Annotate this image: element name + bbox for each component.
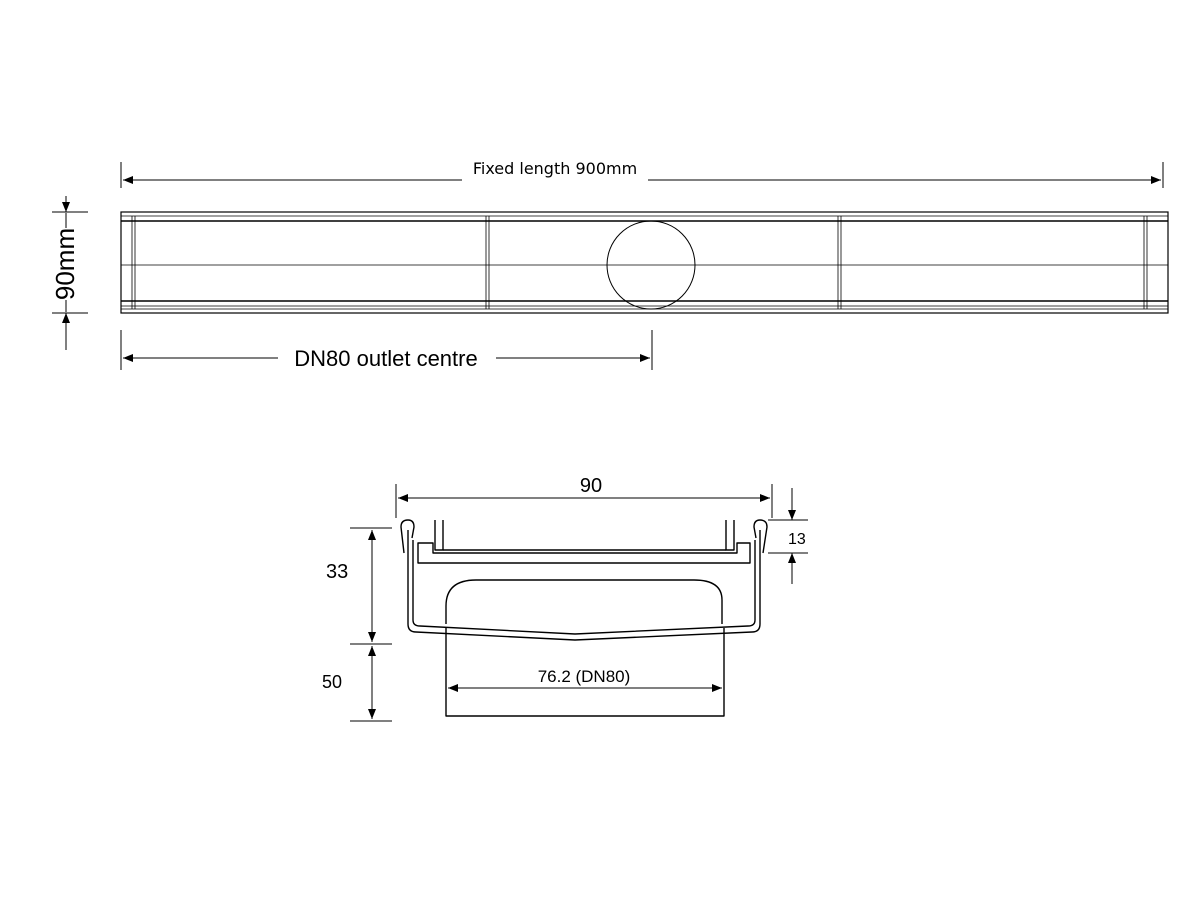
width-dimension: 90mm [50,196,88,350]
outlet-label: DN80 outlet centre [294,346,477,371]
outlet-diameter-label: 76.2 (DN80) [538,667,631,686]
outlet-dimension: DN80 outlet centre [120,330,653,371]
channel-plan [120,211,1169,314]
length-label: Fixed length 900mm [473,159,637,178]
flange-label: 13 [788,531,806,548]
length-dimension: Fixed length 900mm [120,159,1164,188]
section-view: 90 13 [322,475,808,722]
section-width-label: 90 [580,475,602,497]
channel-profile [400,519,768,717]
outlet-height-label: 50 [322,672,342,692]
section-width-dimension: 90 [395,475,773,518]
plan-view: Fixed length 900mm [50,159,1169,371]
outlet-circle [606,220,696,310]
depth-label: 33 [326,561,348,583]
width-label: 90mm [50,228,80,300]
outlet-height-dimension: 50 [322,646,392,722]
depth-dimension: 33 [326,527,392,645]
outlet-diameter-dimension: 76.2 (DN80) [448,667,722,692]
flange-dimension: 13 [768,488,808,584]
